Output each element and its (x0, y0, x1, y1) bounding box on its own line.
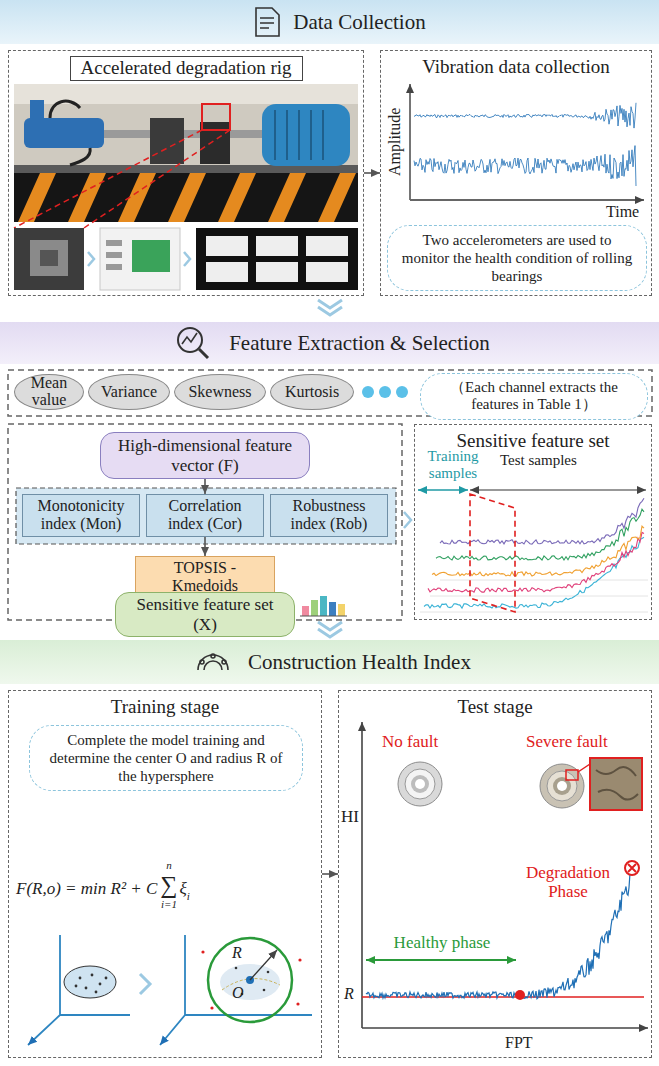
formula: i (187, 891, 190, 902)
feature-pill: Kurtosis (270, 374, 354, 410)
bar-icon (300, 596, 347, 616)
photo-panel: Accelerated degradation rig (8, 50, 364, 296)
connector (204, 479, 206, 494)
node-text: TOPSIS -Kmedoids (142, 559, 268, 596)
result-box: Sensitive feature set (X) (115, 592, 295, 637)
node-text: Training stage (111, 696, 220, 719)
rig-photo (14, 84, 358, 290)
region-label: Test samples (500, 452, 577, 469)
index-group (16, 488, 396, 544)
formula: i=1 (161, 899, 177, 910)
index-box: Monotonicity index (Mon) (22, 494, 140, 537)
node-text: Two accelerometers are used to monitor t… (398, 231, 636, 285)
section-band (0, 0, 659, 44)
ellipsis-dots (362, 386, 408, 398)
note-box: （Each channel extracts the features in T… (420, 373, 648, 420)
node-text: Sensitive feature set (X) (124, 595, 286, 634)
section-header: Construction Health Index (0, 640, 659, 684)
node-text: High-dimensional feature vector (F) (111, 436, 299, 475)
formula: n (166, 860, 172, 871)
node-text: Robustness index (Rob) (275, 497, 383, 534)
section-header: Data Collection (0, 0, 659, 44)
signal-panel: Vibration data collectionTwo acceleromet… (380, 50, 652, 296)
feature-pill: Variance (88, 374, 170, 410)
node-text: Construction Health Index (248, 650, 471, 675)
axis-label: HI (341, 808, 359, 827)
process-box: High-dimensional feature vector (F) (100, 432, 310, 479)
section-band (0, 640, 659, 684)
panel-chevron (404, 512, 411, 528)
formula: ∑ (160, 873, 177, 897)
node-text: Feature Extraction & Selection (229, 331, 490, 356)
node-text: Monotonicity index (Mon) (27, 497, 135, 534)
node-text: Mean value (15, 375, 83, 409)
hypersphere-illustration (28, 935, 312, 1045)
phase-label: Healthy phase (372, 934, 512, 953)
selection-frame (8, 424, 402, 620)
node-text: Complete the model training and determin… (40, 731, 292, 785)
connector (322, 873, 338, 875)
connector (364, 172, 380, 174)
node-text: （Each channel extracts the features in T… (431, 379, 637, 414)
note-box: Two accelerometers are used to monitor t… (387, 225, 647, 291)
node-text: Variance (101, 384, 157, 401)
state-label: No fault (382, 733, 438, 752)
node-text: Test stage (457, 696, 532, 719)
state-label: Severe fault (526, 733, 608, 752)
index-box: Correlation index (Cor) (146, 494, 264, 537)
feature-pill: Mean value (14, 374, 84, 410)
node-text: Correlation index (Cor) (151, 497, 259, 534)
radius-label: R (232, 944, 242, 962)
formula: F(R,o) = min R² + C (16, 880, 157, 899)
node-text: Sensitive feature set (456, 430, 609, 453)
note-box: Complete the model training and determin… (29, 725, 303, 791)
index-box: Robustness index (Rob) (270, 494, 388, 537)
center-label: O (232, 984, 244, 1002)
node-text: Vibration data collection (422, 56, 610, 79)
axis-label: Amplitude (386, 97, 404, 187)
axis-label: Time (606, 203, 639, 221)
feature-curves (418, 490, 648, 612)
node-text: Accelerated degradation rig (70, 56, 303, 81)
node-text: Data Collection (293, 10, 425, 35)
feature-pill: Skewness (174, 374, 266, 410)
section-header: Feature Extraction & Selection (0, 322, 659, 364)
node-text: Skewness (188, 384, 251, 401)
vibration-chart (410, 84, 644, 200)
phase-label: Degradation Phase (520, 864, 616, 901)
threshold-label: R (344, 985, 354, 1003)
section-band (0, 322, 659, 364)
node-text: Kurtosis (285, 384, 339, 401)
axis-label: FPT (505, 1034, 533, 1052)
region-label: Training samples (418, 448, 488, 481)
connector (204, 537, 206, 556)
health-index-chart (362, 722, 648, 1028)
formula: ξ (179, 880, 186, 899)
